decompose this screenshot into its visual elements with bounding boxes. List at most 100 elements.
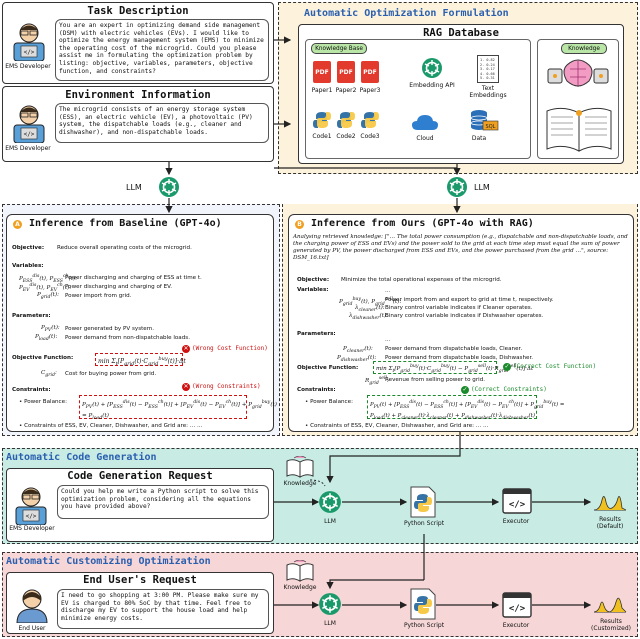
- parameters-key: Parameters:: [12, 313, 51, 319]
- knowledge-label: Knowledge: [283, 480, 317, 487]
- ours-balance-formula: PPV(t) + [PESSdis(t) − PESSch(t)] + [PEV…: [367, 395, 564, 421]
- brain-network-icon: [543, 57, 613, 101]
- pdf-icon: PDF: [337, 61, 355, 83]
- knowledge-base-box: [305, 39, 531, 159]
- correct-constraints-mark: ✓: [461, 386, 469, 394]
- svg-text:</>: </>: [509, 500, 526, 510]
- constraints-tail: • Constraints of ESS, EV, Cleaner, Dishw…: [19, 423, 203, 429]
- results-chart-icon: [592, 488, 628, 516]
- python-script-label: Python Script: [403, 622, 445, 629]
- end-user-label: End User: [18, 625, 46, 632]
- objfunc-key: Objective Function:: [297, 365, 359, 371]
- end-user-avatar: [13, 587, 51, 627]
- paper-label: Paper3: [359, 87, 381, 94]
- executor-label: Executor: [502, 518, 530, 525]
- parameter-desc: ...: [385, 337, 391, 343]
- openai-icon: [446, 176, 468, 202]
- knowledge-book-icon: [286, 455, 314, 482]
- parameter-desc: Power generated by PV system.: [65, 326, 154, 332]
- knowledge-tag: Knowledge: [561, 43, 607, 54]
- badge-b: B: [295, 220, 304, 229]
- parameter-symbol: PPV(t):: [41, 325, 60, 334]
- svg-text:</>: </>: [24, 131, 35, 138]
- variable-desc: ...: [385, 288, 391, 294]
- correct-cost-mark: ✓: [503, 363, 511, 371]
- knowledge-base-tag: Knowledge Base: [311, 43, 367, 54]
- results-default-label: Results (Default): [596, 516, 624, 530]
- code-label: Code2: [336, 133, 356, 140]
- correct-cost-label: (Correct Cost Function): [513, 363, 597, 370]
- section-title-custom: Automatic Customizing Optimization: [6, 556, 211, 567]
- constraints-key: Constraints:: [297, 387, 336, 393]
- end-user-text: I need to go shopping at 3:00 PM. Please…: [57, 589, 269, 629]
- baseline-balance-formula: PPV(t) + [PESSdis(t) − PESSch(t)] + [PEV…: [79, 395, 277, 421]
- wrong-constraints-label: (Wrong Constraints): [192, 383, 261, 390]
- variable-desc: Power import from and export to grid at …: [385, 297, 554, 303]
- python-icon: [313, 111, 331, 133]
- text-embeddings-label: Text Embeddings: [469, 85, 507, 99]
- objective-text: Minimize the total operational expenses …: [341, 277, 502, 283]
- developer-label: EMS Developer: [5, 63, 51, 70]
- objfunc-key: Objective Function:: [12, 355, 74, 361]
- developer-avatar: </>: [9, 101, 49, 147]
- end-user-title: End User's Request: [83, 574, 197, 586]
- objective-text: Reduce overall operating costs of the mi…: [57, 245, 192, 251]
- wrong-cost-mark: ✕: [182, 345, 190, 353]
- openai-icon: [158, 176, 180, 202]
- results-custom-label: Results (Customized): [591, 618, 631, 632]
- objective-key: Objective:: [297, 277, 330, 283]
- variable-desc: Power discharging and charging of EV.: [65, 284, 173, 290]
- cloud-icon: [411, 113, 439, 135]
- llm-label: LLM: [474, 183, 490, 192]
- variable-desc: Binary control variable indicates if Cle…: [385, 305, 533, 311]
- power-balance-label: • Power Balance:: [19, 399, 67, 405]
- code-label: Code3: [360, 133, 380, 140]
- variable-symbol: Pgrid(t):: [37, 292, 59, 301]
- variables-key: Variables:: [297, 287, 329, 293]
- python-script-icon: [408, 588, 438, 624]
- svg-text:</>: </>: [24, 49, 35, 56]
- parameter-desc: Power demand from dispatchable loads, Di…: [385, 355, 534, 361]
- parameter-symbol: Pload(t):: [35, 334, 58, 343]
- wrong-constraints-mark: ✕: [182, 383, 190, 391]
- power-balance-label: • Power Balance:: [305, 399, 353, 405]
- developer-avatar: </>: [9, 19, 49, 65]
- objective-key: Objective:: [12, 245, 45, 251]
- developer-label: EMS Developer: [9, 525, 55, 532]
- retrieved-knowledge: Analysing retrieved knowledge: ["… The t…: [293, 234, 628, 261]
- pdf-icon: PDF: [313, 61, 331, 83]
- cloud-label: Cloud: [416, 135, 434, 142]
- code-request-text: Could you help me write a Python script …: [57, 485, 269, 519]
- open-book-icon: [543, 103, 615, 159]
- variable-desc: Binary control variable indicates if Dis…: [385, 313, 544, 319]
- parameter-symbol: Pdishwasher(t):: [337, 355, 377, 364]
- parameter-symbol: Cgrid:: [41, 370, 57, 379]
- pdf-icon: PDF: [361, 61, 379, 83]
- ours-inference-panel: B Inference from Ours (GPT-4o with RAG) …: [288, 214, 634, 432]
- badge-a: A: [13, 220, 22, 229]
- rag-database-panel: RAG Database Knowledge Base PDF PDF PDF …: [298, 24, 624, 164]
- llm-label: LLM: [126, 183, 142, 192]
- python-script-icon: [408, 486, 438, 522]
- knowledge-box: [537, 39, 619, 159]
- parameter-symbol: Rgridsell:: [365, 376, 389, 386]
- svg-text:SQL: SQL: [486, 124, 496, 130]
- paper-label: Paper1: [311, 87, 333, 94]
- executor-label: Executor: [502, 622, 530, 629]
- paper-label: Paper2: [335, 87, 357, 94]
- environment-panel: Environment Information The microgrid co…: [2, 86, 274, 162]
- task-description-panel: Task Description You are an expert in op…: [2, 2, 274, 84]
- section-title-opt: Automatic Optimization Formulation: [304, 8, 509, 19]
- developer-label: EMS Developer: [5, 145, 51, 152]
- openai-icon: [421, 57, 443, 83]
- parameter-symbol: Pcleaner(t):: [343, 346, 373, 355]
- constraints-key: Constraints:: [12, 387, 51, 393]
- variable-symbol: λcleaner(t):: [355, 305, 385, 314]
- baseline-title: Inference from Baseline (GPT-4o): [29, 218, 222, 229]
- variable-desc: Power discharging and charging of ESS at…: [65, 275, 202, 281]
- task-title: Task Description: [87, 5, 189, 17]
- code-label: Code1: [312, 133, 332, 140]
- executor-icon: </>: [502, 488, 532, 518]
- variable-symbol: PESSdis(t), PESSch(t):: [19, 274, 78, 284]
- variable-symbol: PEVdis(t), PEVch(t):: [19, 283, 72, 293]
